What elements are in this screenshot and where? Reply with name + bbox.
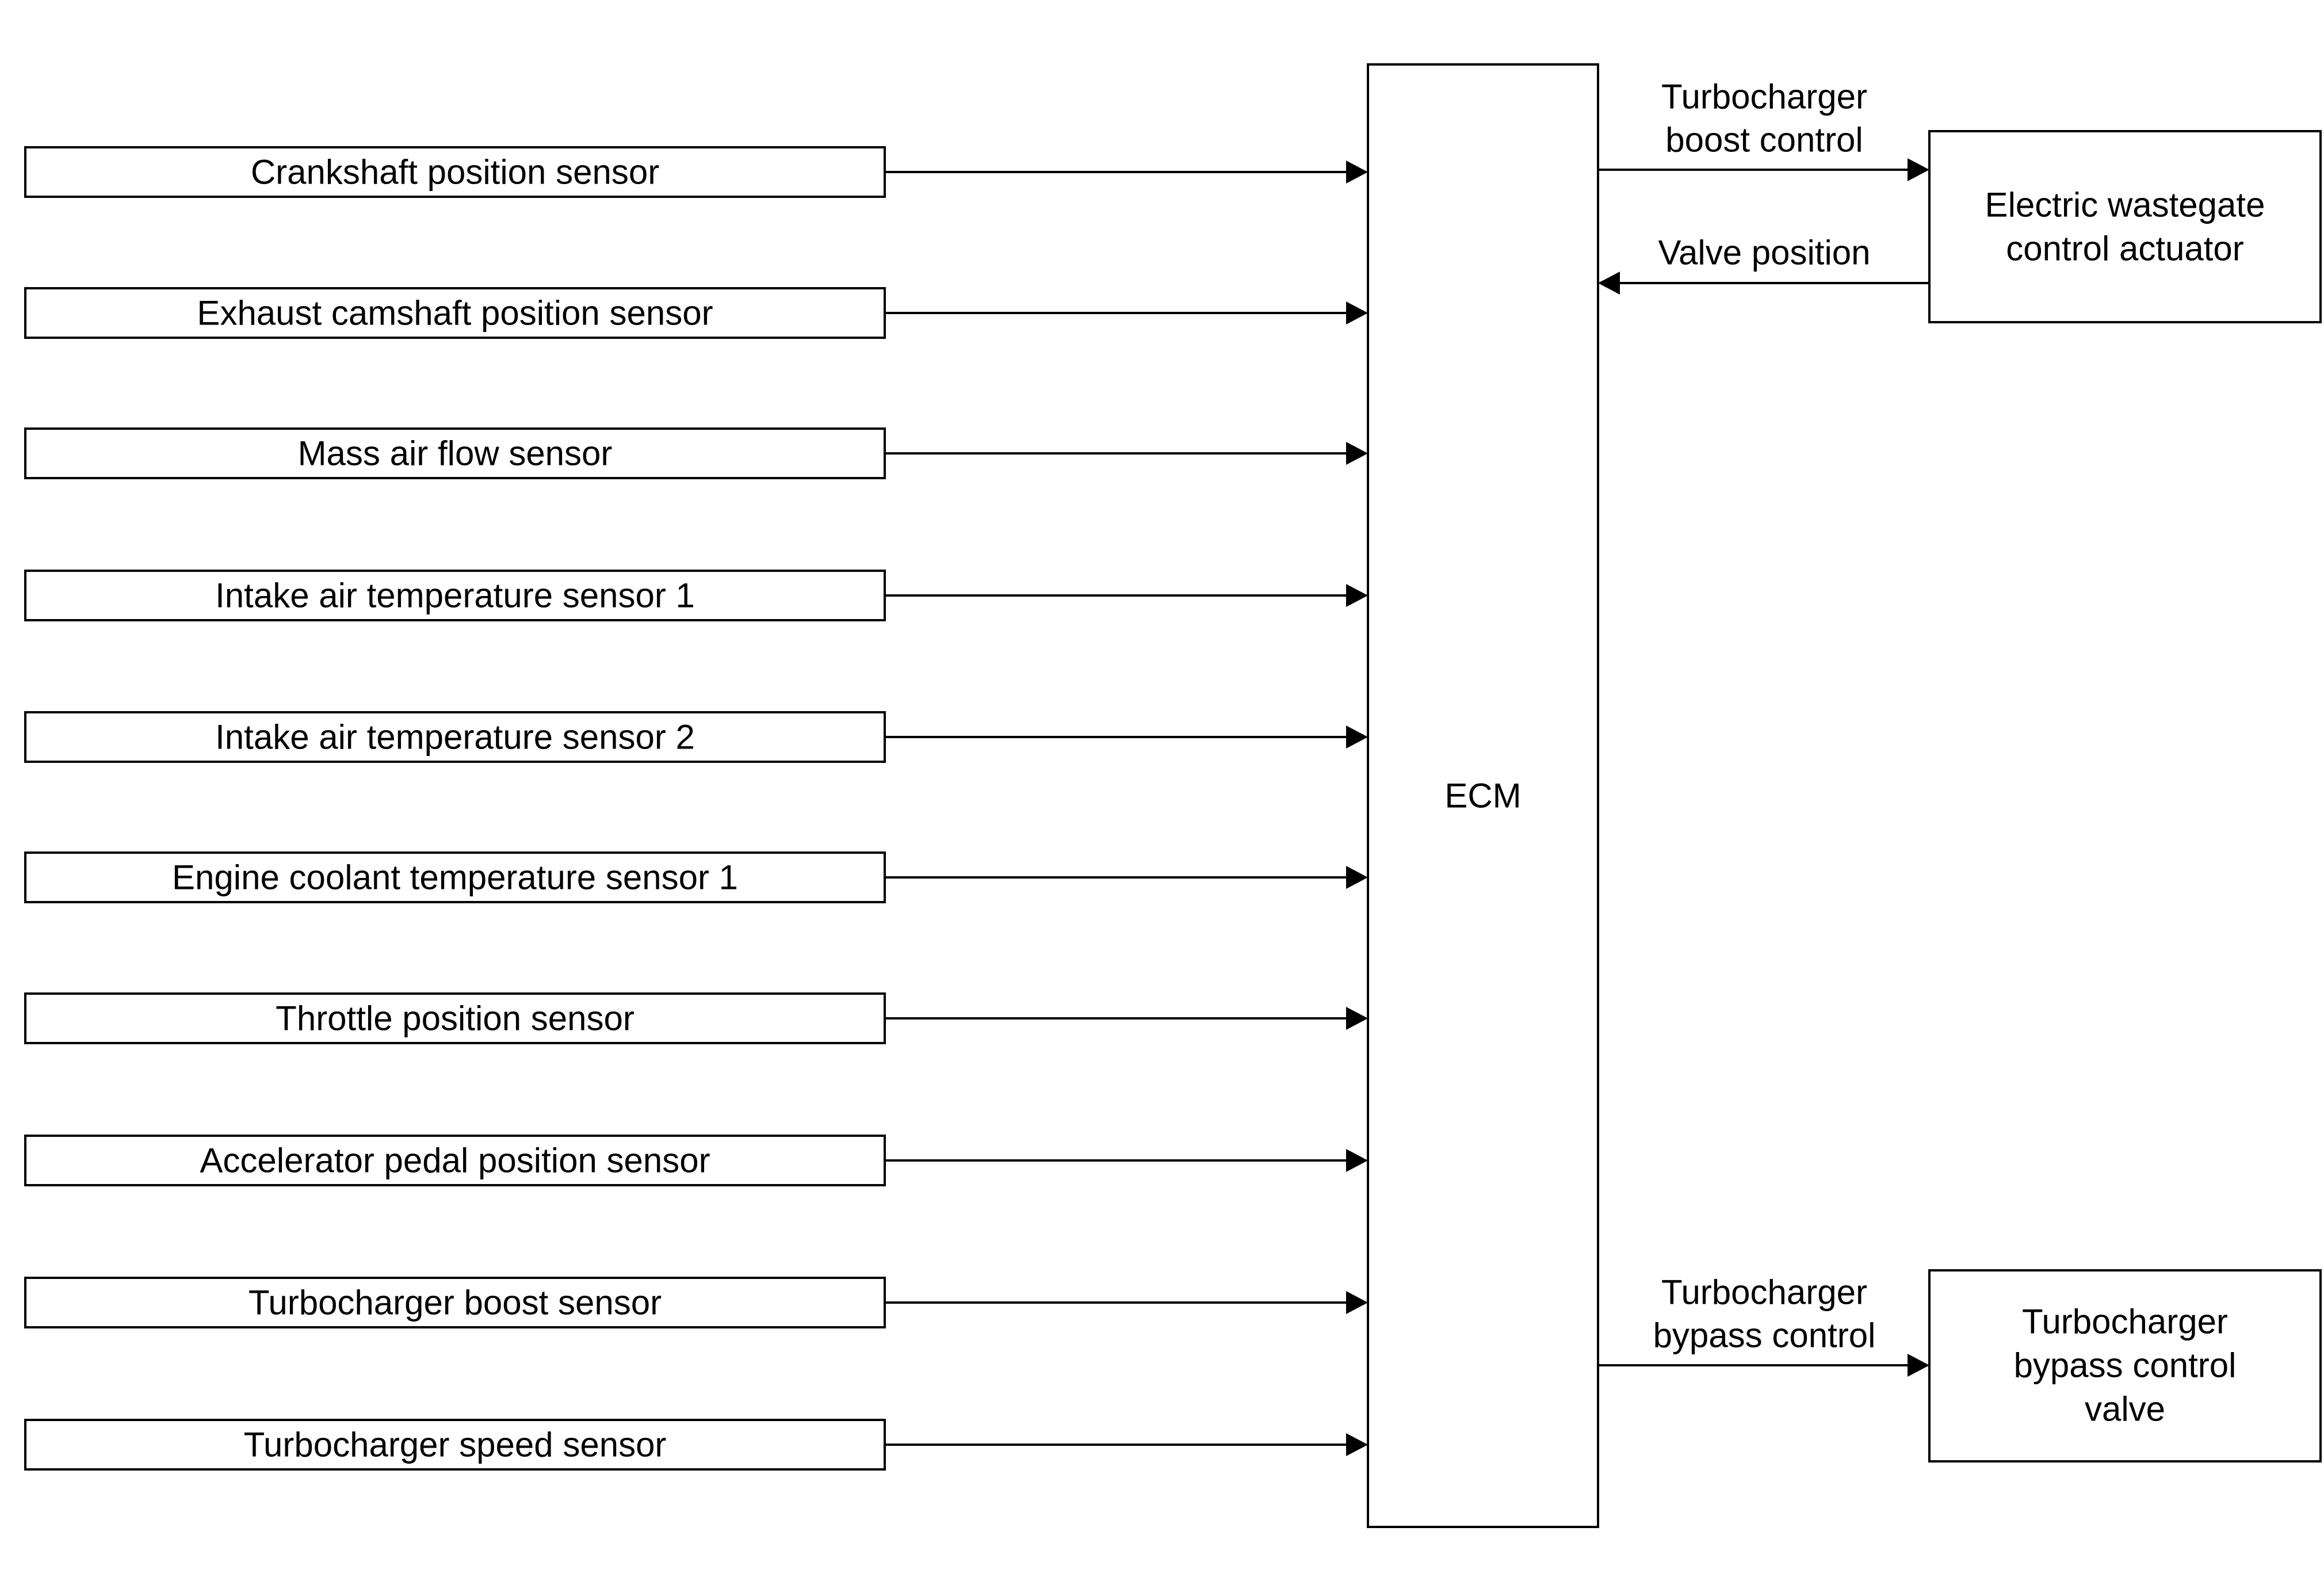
sensor-label: Turbocharger speed sensor <box>244 1426 667 1464</box>
sensor-engine-coolant-temp-1: Engine coolant temperature sensor 1 <box>24 851 1368 903</box>
sensor-label: Intake air temperature sensor 1 <box>215 576 695 615</box>
sensor-turbocharger-speed: Turbocharger speed sensor <box>24 1419 1368 1471</box>
signal-label-line: Turbocharger <box>1661 78 1867 116</box>
signal-bypass-control: Turbocharger bypass control <box>1598 1273 1929 1377</box>
signal-label-line: Turbocharger <box>1661 1273 1867 1312</box>
signal-label-line: boost control <box>1665 121 1863 159</box>
arrowhead-icon <box>1346 584 1368 607</box>
signal-label-line: bypass control <box>1653 1316 1876 1355</box>
arrowhead-icon <box>1598 272 1620 295</box>
sensor-box <box>24 427 886 479</box>
actuator-box <box>1928 130 2322 323</box>
sensor-throttle-position: Throttle position sensor <box>24 992 1368 1044</box>
sensor-intake-air-temp-2: Intake air temperature sensor 2 <box>24 711 1368 763</box>
signal-label-line: Valve position <box>1658 234 1870 272</box>
sensor-exhaust-camshaft: Exhaust camshaft position sensor <box>24 287 1368 339</box>
sensor-box <box>24 287 886 339</box>
arrowhead-icon <box>1908 158 1929 181</box>
arrowhead-icon <box>1346 1149 1368 1172</box>
actuator-wastegate: Electric wastegate control actuator <box>1928 130 2322 323</box>
actuator-box <box>1928 1269 2322 1463</box>
arrowhead-icon <box>1908 1354 1929 1377</box>
arrowhead-icon <box>1346 1291 1368 1314</box>
sensor-label: Crankshaft position sensor <box>251 153 659 192</box>
sensor-label: Throttle position sensor <box>276 999 634 1038</box>
sensor-label: Mass air flow sensor <box>298 434 613 473</box>
sensor-label: Turbocharger boost sensor <box>249 1284 662 1322</box>
actuator-bypass-valve: Turbocharger bypass control valve <box>1928 1269 2322 1463</box>
ecm-label: ECM <box>1444 777 1521 815</box>
sensor-label: Accelerator pedal position sensor <box>200 1141 710 1180</box>
arrowhead-icon <box>1346 442 1368 465</box>
ecm-box <box>1367 63 1599 1528</box>
arrowhead-icon <box>1346 161 1368 184</box>
sensor-box <box>24 570 886 621</box>
arrowhead-icon <box>1346 1007 1368 1030</box>
sensor-mass-air-flow: Mass air flow sensor <box>24 427 1368 479</box>
sensor-label: Intake air temperature sensor 2 <box>215 718 695 757</box>
sensor-accelerator-pedal: Accelerator pedal position sensor <box>24 1135 1368 1186</box>
arrowhead-icon <box>1346 301 1368 324</box>
ecm-block: ECM <box>1367 63 1599 1528</box>
actuator-label-line: bypass control <box>2014 1346 2237 1385</box>
sensor-box <box>24 992 886 1044</box>
sensor-label: Exhaust camshaft position sensor <box>197 294 713 333</box>
sensor-label: Engine coolant temperature sensor 1 <box>172 858 738 897</box>
actuator-label-line: Turbocharger <box>2022 1303 2228 1341</box>
actuator-label-line: valve <box>2085 1390 2165 1429</box>
arrowhead-icon <box>1346 726 1368 749</box>
sensor-turbocharger-boost: Turbocharger boost sensor <box>24 1277 1368 1328</box>
sensor-box <box>24 1277 886 1328</box>
actuator-label-line: control actuator <box>2006 230 2244 268</box>
sensor-box <box>24 1419 886 1471</box>
sensor-crankshaft: Crankshaft position sensor <box>24 146 1368 198</box>
sensor-box <box>24 146 886 198</box>
signal-boost-control: Turbocharger boost control <box>1598 78 1929 181</box>
arrowhead-icon <box>1346 1433 1368 1456</box>
sensor-intake-air-temp-1: Intake air temperature sensor 1 <box>24 570 1368 621</box>
arrowhead-icon <box>1346 866 1368 889</box>
signal-valve-position: Valve position <box>1598 234 1929 295</box>
actuator-label-line: Electric wastegate <box>1985 186 2265 224</box>
